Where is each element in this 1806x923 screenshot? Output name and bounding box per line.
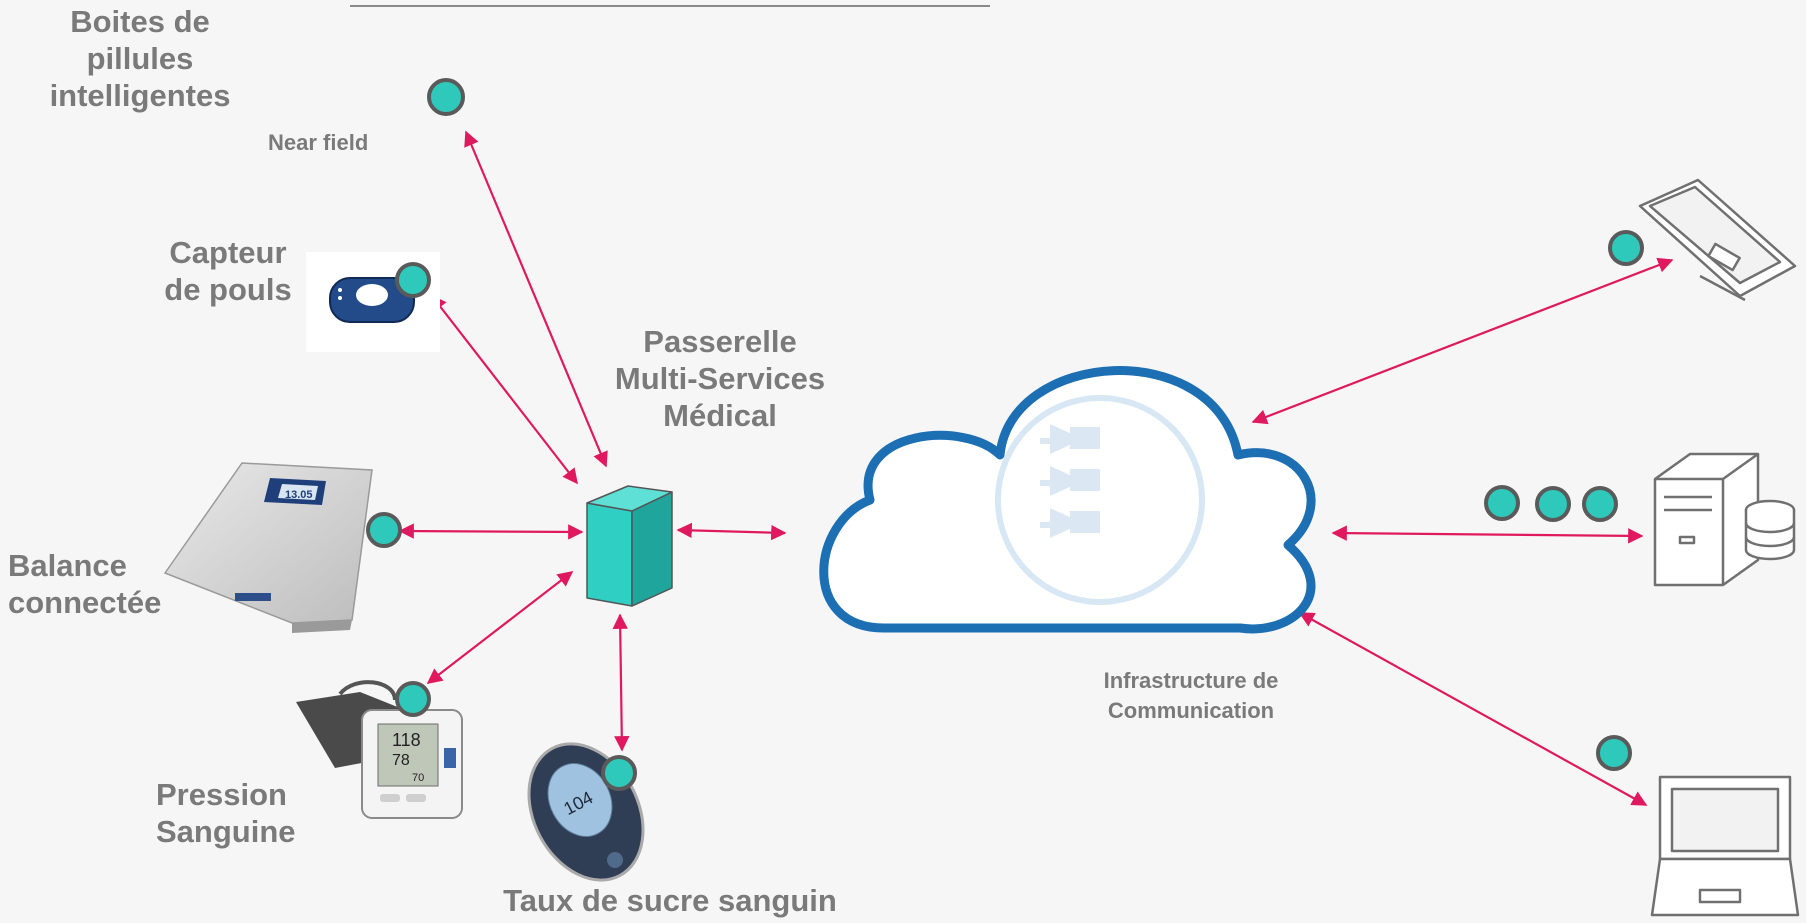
node-bp	[395, 681, 431, 717]
arrow-server	[1331, 525, 1644, 544]
bp-display-dia: 78	[392, 752, 410, 769]
node-pillbox	[427, 78, 465, 116]
label-scale: Balance connectée	[8, 548, 162, 621]
label-blood-sugar: Taux de sucre sanguin	[503, 883, 837, 918]
label-gateway: Passerelle Multi-Services Médical	[614, 324, 826, 434]
bp-display-sys: 118	[392, 730, 421, 750]
connection-arrows	[398, 130, 1674, 806]
server-database-icon	[1653, 452, 1796, 587]
label-infrastructure: Infrastructure de Communication	[1103, 668, 1279, 723]
node-server-2	[1535, 486, 1571, 522]
node-scale	[366, 512, 402, 548]
tablet-icon	[1638, 178, 1797, 302]
network-nodes	[366, 78, 1644, 791]
node-server-3	[1582, 486, 1618, 522]
label-near-field: Near field	[268, 130, 369, 155]
node-server-1	[1484, 485, 1520, 521]
bp-display-pulse: 70	[412, 772, 424, 784]
laptop-icon	[1650, 775, 1800, 917]
arrow-gateway-cloud	[676, 522, 787, 541]
node-laptop	[1596, 735, 1632, 771]
arrow-tablet	[1251, 257, 1674, 425]
blood-pressure-monitor-icon: 118 78 70	[296, 680, 463, 819]
gateway-box-icon	[586, 485, 673, 607]
scale-icon: 13.05	[163, 462, 373, 633]
arrow-pulse	[431, 294, 578, 485]
label-pulse-sensor: Capteur de pouls	[164, 235, 292, 308]
arrow-bp	[426, 571, 574, 684]
node-glucose	[601, 755, 637, 791]
cloud-icon	[819, 366, 1316, 634]
arrow-scale	[398, 523, 584, 540]
node-tablet	[1608, 230, 1644, 266]
glucose-meter-icon: 104	[527, 742, 645, 882]
arrow-glucose	[612, 613, 630, 752]
label-pill-box: Boites de pillules intelligentes	[49, 4, 231, 114]
arrow-laptop	[1298, 612, 1648, 806]
scale-display: 13.05	[285, 489, 313, 501]
node-pulse	[395, 262, 431, 298]
label-blood-pressure: Pression Sanguine	[156, 777, 296, 850]
